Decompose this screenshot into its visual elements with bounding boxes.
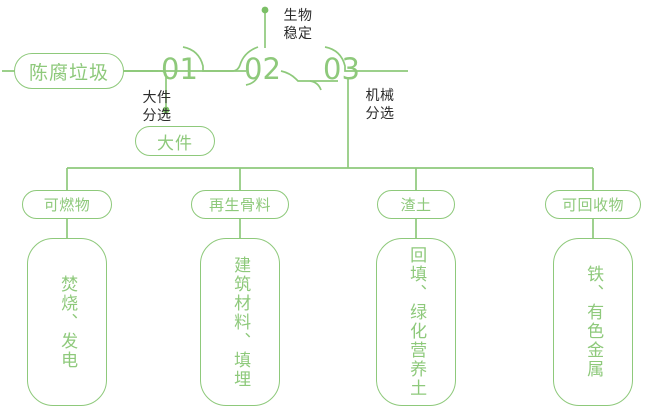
dot-bio-stabilize: [261, 6, 269, 14]
note-step-02-line2: 稳定: [283, 25, 313, 42]
line-source-hook: [124, 70, 167, 92]
step-number-02[interactable]: 02: [244, 52, 281, 86]
destination-box-4[interactable]: 铁、有色金属: [553, 238, 633, 406]
destination-text-3: 回填、绿化营养土: [406, 246, 427, 398]
step-number-03[interactable]: 03: [323, 52, 360, 86]
arc-step3-bottom: [309, 80, 322, 91]
note-step-01-line2: 分选: [142, 107, 172, 124]
destination-text-4: 铁、有色金属: [583, 265, 604, 379]
node-source-waste[interactable]: 陈腐垃圾: [14, 53, 124, 89]
note-step-01-line1: 大件: [142, 90, 172, 106]
category-pill-3[interactable]: 渣土: [377, 190, 455, 219]
note-step-03-line1: 机械: [365, 88, 395, 104]
category-pill-2[interactable]: 再生骨料: [191, 190, 289, 219]
note-step-01: 大件 分选: [131, 90, 183, 125]
node-bulky-output[interactable]: 大件: [135, 126, 215, 156]
note-step-02-line1: 生物: [283, 8, 313, 24]
step-number-01[interactable]: 01: [161, 52, 198, 86]
destination-text-2: 建筑材料、填埋: [230, 255, 251, 389]
destination-box-2[interactable]: 建筑材料、填埋: [200, 238, 280, 406]
note-step-03-line2: 分选: [365, 105, 395, 122]
destination-text-1: 焚烧、发电: [57, 274, 78, 370]
note-step-02: 生物 稳定: [272, 8, 324, 43]
category-pill-4[interactable]: 可回收物: [545, 190, 641, 219]
destination-box-1[interactable]: 焚烧、发电: [27, 238, 107, 406]
destination-box-3[interactable]: 回填、绿化营养土: [376, 238, 456, 406]
note-step-03: 机械 分选: [354, 88, 406, 123]
category-pill-1[interactable]: 可燃物: [22, 190, 112, 219]
